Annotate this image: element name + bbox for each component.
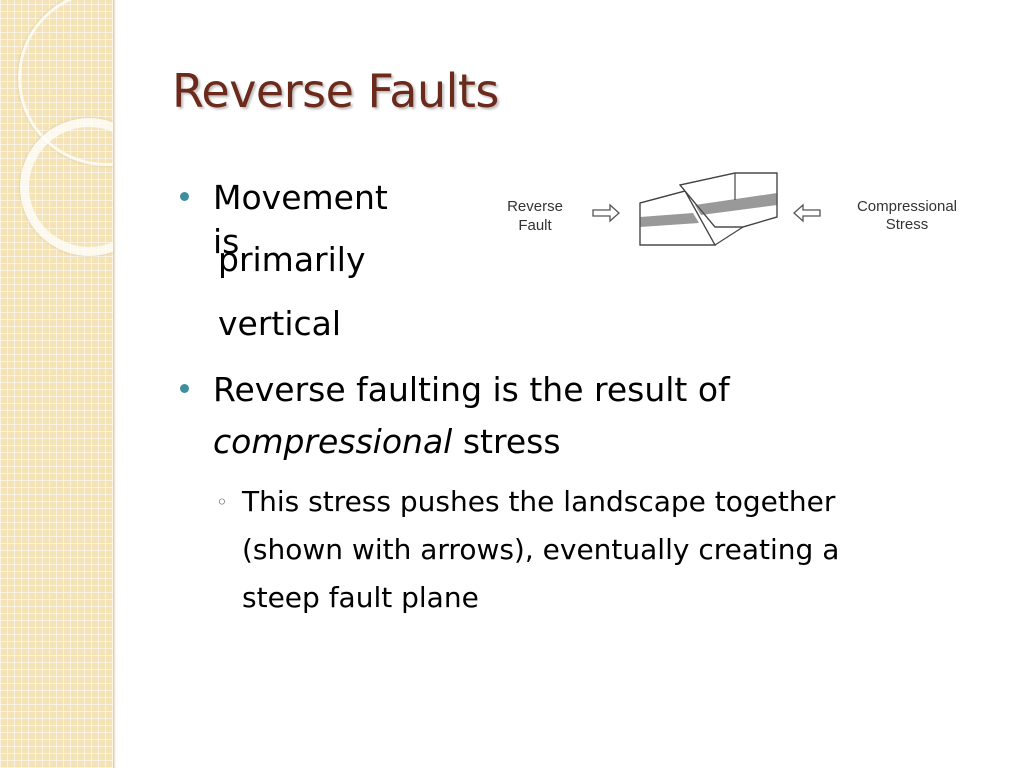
right-label-line-1: Compressional <box>857 198 957 215</box>
bullet-1-line-3: vertical <box>218 304 342 343</box>
sub-bullet-line-1: This stress pushes the landscape togethe… <box>242 485 836 518</box>
slide-title: Reverse Faults <box>172 64 499 118</box>
sub-bullet: ◦ This stress pushes the landscape toget… <box>216 478 942 622</box>
bullet-2-rest: stress <box>452 422 561 461</box>
bullet-dot-icon <box>180 384 189 393</box>
left-label-line-2: Fault <box>518 217 552 234</box>
decorative-ring <box>20 118 113 256</box>
right-arrow-icon <box>592 203 620 223</box>
left-arrow-icon <box>793 203 821 223</box>
sub-bullet-line-3: steep fault plane <box>242 581 479 614</box>
bullet-1-line-1: Movement is <box>213 178 388 261</box>
fault-block <box>639 172 778 246</box>
bullet-2: Reverse faulting is the result of compre… <box>180 364 853 468</box>
left-label-line-1: Reverse <box>507 198 563 215</box>
sub-bullet-line-2: (shown with arrows), eventually creating… <box>242 533 840 566</box>
sidebar-edge <box>113 0 116 768</box>
decorative-sidebar <box>0 0 113 768</box>
bullet-dot-icon <box>180 192 189 201</box>
bullet-2-line-1: Reverse faulting is the result of <box>213 370 730 409</box>
bullet-2-italic: compressional <box>213 422 453 461</box>
bullet-1-line-2: primarily <box>218 240 366 279</box>
reverse-fault-diagram: Reverse Fault Compressional Stress <box>507 172 957 246</box>
bullet-2-line-2: compressional stress <box>213 416 853 468</box>
right-label-line-2: Stress <box>886 216 929 233</box>
hollow-circle-icon: ◦ <box>216 490 228 514</box>
